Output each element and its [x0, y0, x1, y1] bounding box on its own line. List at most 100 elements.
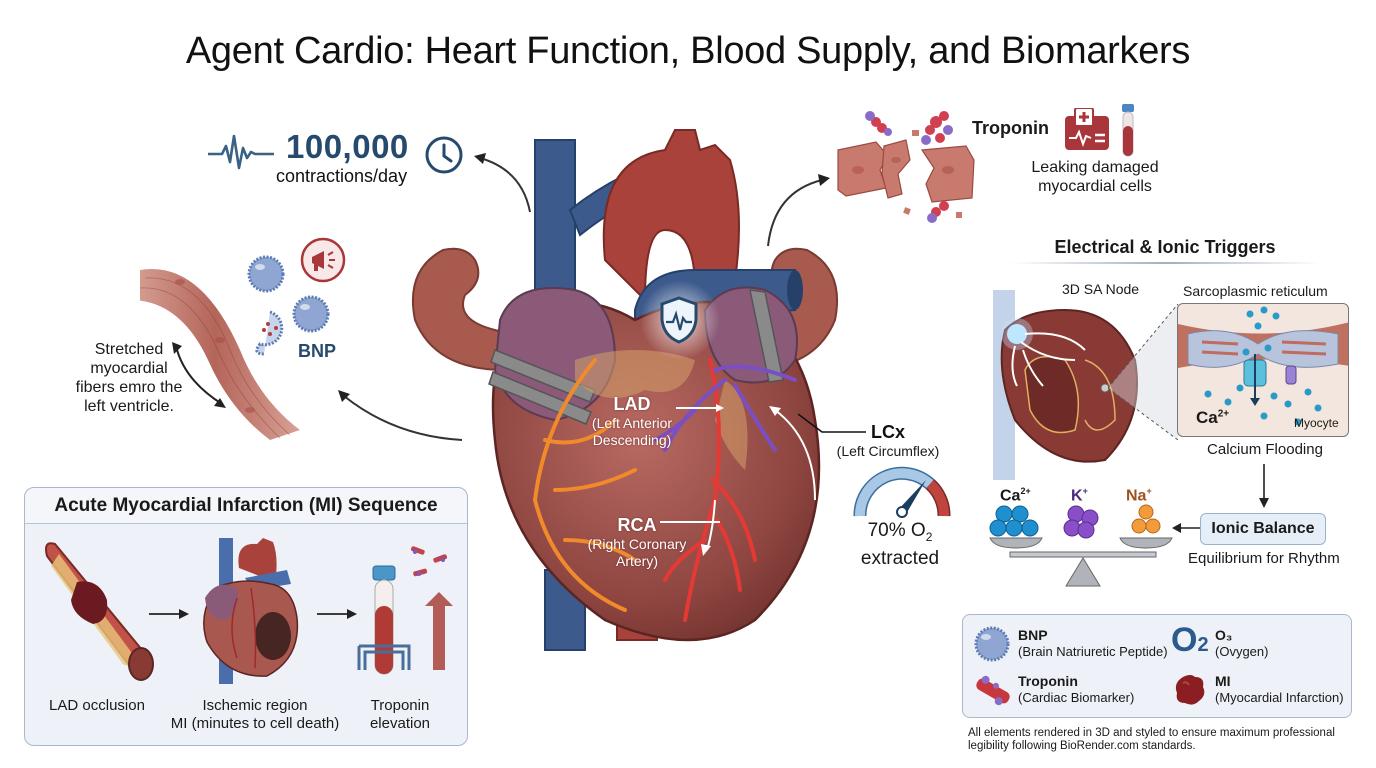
myocyte-label: Myocyte — [1294, 416, 1339, 430]
mi-sequence-panel: Acute Myocardial Infarction (MI) Sequenc… — [24, 487, 468, 746]
legend-item-oxygen: O₃ (Ovygen) — [1215, 627, 1268, 660]
ion-ca-sup: 2+ — [1020, 486, 1031, 496]
ca-text: Ca — [1196, 408, 1218, 427]
o2-glyph-sub: 2 — [1197, 634, 1209, 656]
step-label-ischemic-region: Ischemic region MI (minutes to cell deat… — [165, 697, 345, 733]
footnote-line1: All elements rendered in 3D and styled t… — [968, 727, 1335, 739]
electrical-section-title: Electrical & Ionic Triggers — [1054, 237, 1276, 257]
ca-ion-label: Ca2+ — [1196, 408, 1229, 428]
oxygen-value-text: 70% O — [867, 520, 926, 541]
legend-oxygen-title: O₃ — [1215, 627, 1233, 643]
lad-pointer — [676, 403, 726, 413]
arrow-balance-to-scale — [1172, 522, 1200, 534]
arrow-to-contractions — [470, 150, 540, 220]
ion-na-sup: + — [1146, 486, 1152, 496]
bnp-text-line3: fibers emro the — [75, 379, 183, 396]
legend-item-troponin: Troponin (Cardiac Biomarker) — [1018, 673, 1134, 706]
oxygen-subscript: 2 — [925, 529, 933, 544]
legend-mi-title: MI — [1215, 673, 1231, 689]
bnp-text-line1: Stretched — [94, 341, 164, 358]
heart-illustration — [395, 120, 855, 680]
ion-k-label: K+ — [1071, 482, 1088, 505]
arrow-to-troponin — [764, 170, 834, 250]
troponin-tube-illustration — [355, 546, 465, 686]
lad-name-line1: (Left Anterior — [591, 415, 673, 431]
bnp-secretion-icon — [250, 308, 290, 358]
legend-oxygen-desc: (Ovygen) — [1215, 644, 1269, 659]
bnp-text: Stretched myocardial fibers emro the lef… — [68, 340, 190, 416]
troponin-protein-icon — [973, 673, 1013, 709]
step1-line1: LAD occlusion — [49, 697, 145, 714]
ion-na-label: Na+ — [1126, 482, 1152, 505]
bnp-text-line4: left ventricle. — [84, 398, 174, 415]
sa-node-heart-illustration — [975, 290, 1145, 480]
calcium-flooding-label: Calcium Flooding — [1207, 441, 1323, 458]
oxygen-value: 70% O2 — [842, 520, 958, 548]
oxygen-gauge — [852, 466, 952, 522]
troponin-label: Troponin — [972, 118, 1049, 138]
rca-abbr: RCA — [617, 515, 657, 535]
legend-panel: BNP (Brain Natriuretic Peptide) O2 O₃ (O… — [962, 614, 1352, 718]
sr-label: Sarcoplasmic reticulum — [1183, 283, 1328, 299]
legend-bnp-title: BNP — [1018, 627, 1048, 643]
mi-sequence-title: Acute Myocardial Infarction (MI) Sequenc… — [25, 488, 467, 524]
ionic-scale-illustration — [988, 500, 1178, 590]
rca-name-line2: Artery) — [616, 553, 658, 569]
lad-label: LAD (Left Anterior Descending) — [577, 394, 687, 449]
ionic-balance-caption: Equilibrium for Rhythm — [1188, 550, 1340, 567]
ion-k-sup: + — [1082, 486, 1088, 496]
medical-kit-icon — [1063, 108, 1111, 152]
step3-line1: Troponin — [370, 697, 430, 714]
bnp-vesicle-icon-2 — [291, 294, 331, 334]
ischemic-heart-illustration — [197, 538, 307, 688]
legend-troponin-title: Troponin — [1018, 673, 1078, 689]
lcx-name-line1: (Left Circumflex) — [836, 443, 940, 459]
step3-line2: elevation — [369, 715, 431, 732]
ion-ca-label: Ca2+ — [1000, 482, 1031, 505]
sarcoplasmic-reticulum-inset: Ca2+ Myocyte — [1177, 303, 1349, 437]
legend-mi-desc: (Myocardial Infarction) — [1215, 690, 1344, 705]
clock-icon — [424, 135, 464, 175]
troponin-desc-line2: myocardial cells — [1038, 178, 1152, 195]
ion-na-symbol: Na — [1126, 487, 1147, 505]
ca-sup: 2+ — [1217, 408, 1230, 420]
step-label-lad-occlusion: LAD occlusion — [37, 697, 157, 715]
troponin-desc: Leaking damaged myocardial cells — [1020, 158, 1170, 196]
zoom-connector — [1108, 304, 1180, 444]
ion-ca-symbol: Ca — [1000, 487, 1021, 505]
bnp-vesicle-icon — [973, 625, 1011, 663]
page-title: Agent Cardio: Heart Function, Blood Supp… — [0, 30, 1376, 73]
section-divider — [1010, 262, 1320, 264]
stretch-double-arrow — [170, 340, 230, 410]
title-brand: Agent Cardio: — [185, 30, 415, 72]
shield-pulse-icon — [658, 296, 700, 344]
legend-troponin-desc: (Cardiac Biomarker) — [1018, 690, 1135, 705]
blood-tube-icon — [1120, 104, 1136, 158]
contractions-value: 100,000 — [286, 128, 409, 165]
legend-item-mi: MI (Myocardial Infarction) — [1215, 673, 1344, 706]
lcx-pointer — [798, 412, 868, 436]
occluded-artery-illustration — [37, 536, 157, 684]
footnote-line2: legibility following BioRender.com stand… — [968, 740, 1196, 752]
troponin-desc-line1: Leaking damaged — [1031, 159, 1159, 176]
ecg-wave-icon — [208, 130, 274, 174]
contractions-unit: contractions/day — [276, 166, 408, 186]
step2-line1: Ischemic region — [202, 697, 308, 714]
o2-glyph: O — [1171, 621, 1198, 659]
rca-label: RCA (Right Coronary Artery) — [582, 515, 692, 570]
oxygen-extracted: extracted — [860, 547, 940, 569]
step2-line2: MI (minutes to cell death) — [170, 715, 340, 732]
rca-name-line1: (Right Coronary — [587, 536, 687, 552]
bnp-vesicle-icon — [246, 254, 286, 294]
arrow-flooding-to-balance — [1258, 464, 1270, 508]
stretched-fiber-illustration — [140, 240, 300, 440]
ion-k-symbol: K — [1071, 487, 1083, 505]
lcx-abbr: LCx — [870, 422, 905, 442]
megaphone-icon — [300, 237, 346, 283]
ionic-balance-box: Ionic Balance — [1200, 513, 1326, 545]
arrow-to-bnp — [334, 386, 464, 446]
damaged-myocardial-cells-illustration — [836, 100, 976, 230]
legend-bnp-desc: (Brain Natriuretic Peptide) — [1018, 644, 1168, 659]
lad-abbr: LAD — [613, 394, 651, 414]
step-label-troponin-elevation: Troponin elevation — [345, 697, 455, 733]
